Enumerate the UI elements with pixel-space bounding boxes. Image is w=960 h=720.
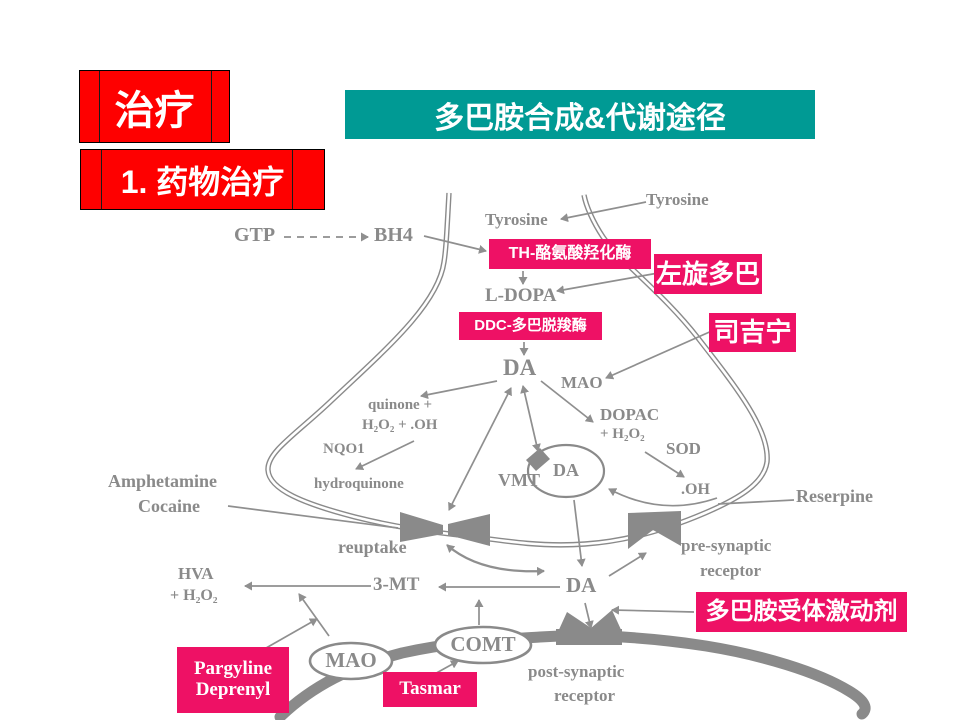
arrow-nqo1-hydroquinone	[355, 440, 415, 471]
quinone-label-line1: quinone +	[368, 397, 432, 413]
hva-label-line1: HVA	[178, 564, 214, 583]
vmt-label: VMT	[498, 470, 540, 490]
reuptake-label: reuptake	[338, 537, 407, 557]
arrow-da-presynaptic-receptor	[608, 552, 647, 577]
arrow-tyrosine-uptake	[560, 201, 647, 223]
arrow-sod-oh	[644, 451, 685, 478]
comt-ellipse	[433, 625, 533, 665]
deprenyl-label: Deprenyl	[195, 679, 271, 700]
amphetamine-label: Amphetamine	[108, 471, 217, 491]
arrow-da-quinone	[420, 380, 498, 400]
cocaine-label: Cocaine	[138, 496, 200, 516]
pargyline-label: Pargyline	[193, 658, 273, 680]
arrow-reuptake-cycle	[446, 544, 545, 576]
da-vesicle-label: DA	[553, 460, 579, 480]
divider-line	[99, 71, 100, 142]
hva-label-line2: + H₂O₂	[170, 587, 218, 604]
mao-ellipse	[308, 641, 394, 681]
da-agonist-box: 多巴胺受体激动剂	[696, 592, 907, 632]
line-cocaine-transporter	[227, 505, 399, 529]
presynaptic-receptor-label-line2: receptor	[700, 561, 762, 580]
postsynaptic-receptor-label-line2: receptor	[554, 686, 616, 705]
dopac-label-line1: DOPAC	[600, 405, 660, 424]
arrow-mao-hva	[298, 593, 330, 637]
hydroquinone-label: hydroquinone	[314, 476, 404, 492]
pargyline-deprenyl-box: Pargyline Deprenyl	[177, 647, 289, 713]
vmt-transporter-icon	[526, 448, 550, 471]
arrow-bh4-th	[423, 235, 487, 254]
da-cleft-label: DA	[566, 573, 597, 597]
tyrosine-outer-label: Tyrosine	[646, 190, 709, 209]
slide-title: 多巴胺合成&代谢途径	[345, 90, 815, 139]
th-enzyme-box: TH-酪氨酸羟化酶	[489, 239, 651, 269]
divider-line	[101, 150, 102, 209]
arrow-da-vesicle	[520, 385, 541, 452]
arrow-agonist-receptor	[611, 605, 695, 615]
selegiline-box: 司吉宁	[709, 313, 796, 352]
tasmar-box: Tasmar	[383, 672, 477, 707]
treatment-badge-label: 治疗	[114, 88, 195, 133]
arrow-da-transporter	[448, 387, 512, 511]
slide-title-label: 多巴胺合成&代谢途径	[434, 101, 726, 135]
reuptake-transporter-icon	[448, 514, 490, 546]
arrow-oh-vesicle	[608, 488, 718, 507]
mao-inner-label: MAO	[561, 373, 603, 392]
drug-therapy-badge: 1. 药物治疗	[80, 149, 325, 210]
presynaptic-receptor-label-line1: pre-synaptic	[681, 536, 772, 555]
treatment-badge: 治疗	[79, 70, 230, 143]
l-dopa-label: L-DOPA	[485, 285, 557, 306]
line-reserpine-membrane	[717, 499, 795, 505]
tyrosine-inner-label: Tyrosine	[485, 210, 548, 229]
sod-label: SOD	[666, 439, 701, 458]
arrow-selegiline-mao	[605, 329, 715, 380]
arrow-da-postsynaptic-receptor	[584, 602, 594, 629]
quinone-label-line2: H₂O₂ + .OH	[362, 417, 438, 433]
reuptake-transporter-icon	[400, 512, 443, 542]
da-main-label: DA	[503, 355, 537, 380]
oh-radical-label: .OH	[681, 481, 710, 498]
three-mt-label: 3-MT	[373, 574, 420, 595]
gtp-label: GTP	[234, 224, 276, 246]
dopac-label-line2: + H₂O₂	[600, 426, 645, 442]
bh4-label: BH4	[374, 224, 413, 246]
postsynaptic-receptor-icon	[557, 610, 623, 634]
divider-line	[292, 150, 293, 209]
divider-line	[211, 71, 212, 142]
presynaptic-receptor-icon	[628, 511, 681, 549]
drug-therapy-badge-label: 1. 药物治疗	[120, 163, 285, 200]
arrow-vesicle-release	[573, 499, 586, 567]
arrow-da-dopac	[540, 380, 594, 423]
arrow-levodopa-ldopa	[556, 271, 665, 295]
comt-ellipse-label: COMT	[450, 632, 516, 656]
nqo1-label: NQO1	[323, 441, 365, 457]
levodopa-box: 左旋多巴	[654, 254, 762, 294]
ddc-enzyme-box: DDC-多巴脱羧酶	[459, 312, 602, 340]
postsynaptic-receptor-label-line1: post-synaptic	[528, 662, 625, 681]
reserpine-label: Reserpine	[796, 486, 873, 506]
postsynaptic-receptor-base	[556, 629, 622, 645]
mao-ellipse-label: MAO	[325, 648, 377, 672]
